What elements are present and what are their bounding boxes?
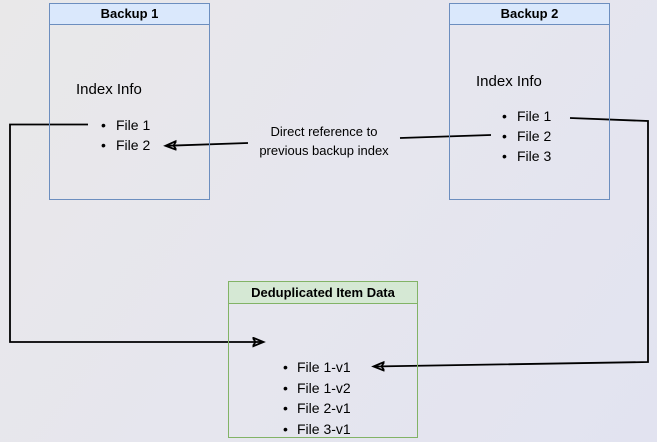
file-item: File 2 xyxy=(502,126,551,146)
backup2-index-info-label: Index Info xyxy=(476,73,542,90)
backup1-file-list: File 1 File 2 xyxy=(101,115,150,155)
backup1-header: Backup 1 xyxy=(50,4,209,25)
backup1-title: Backup 1 xyxy=(100,6,159,21)
direct-reference-annotation: Direct reference to previous backup inde… xyxy=(238,123,410,160)
backup2-header: Backup 2 xyxy=(450,4,609,25)
backup1-box: Backup 1 Index Info File 1 File 2 xyxy=(49,3,210,200)
backup2-file-list: File 1 File 2 File 3 xyxy=(502,106,551,166)
backup2-title: Backup 2 xyxy=(500,6,559,21)
dedup-header: Deduplicated Item Data xyxy=(229,282,417,304)
dedup-file-list: File 1-v1 File 1-v2 File 2-v1 File 3-v1 xyxy=(283,357,351,439)
dedup-title: Deduplicated Item Data xyxy=(251,285,395,300)
annotation-line2: previous backup index xyxy=(259,142,389,158)
file-item: File 2-v1 xyxy=(283,398,351,419)
file-item: File 2 xyxy=(101,135,150,155)
annotation-line1: Direct reference to xyxy=(270,124,378,139)
backup2-box: Backup 2 Index Info File 1 File 2 File 3 xyxy=(449,3,610,200)
file-item: File 1 xyxy=(101,115,150,135)
file-item: File 1-v2 xyxy=(283,378,351,399)
dedup-box: Deduplicated Item Data File 1-v1 File 1-… xyxy=(228,281,418,439)
file-item: File 3-v1 xyxy=(283,419,351,440)
file-item: File 3 xyxy=(502,146,551,166)
file-item: File 1 xyxy=(502,106,551,126)
backup1-index-info-label: Index Info xyxy=(76,81,142,98)
file-item: File 1-v1 xyxy=(283,357,351,378)
